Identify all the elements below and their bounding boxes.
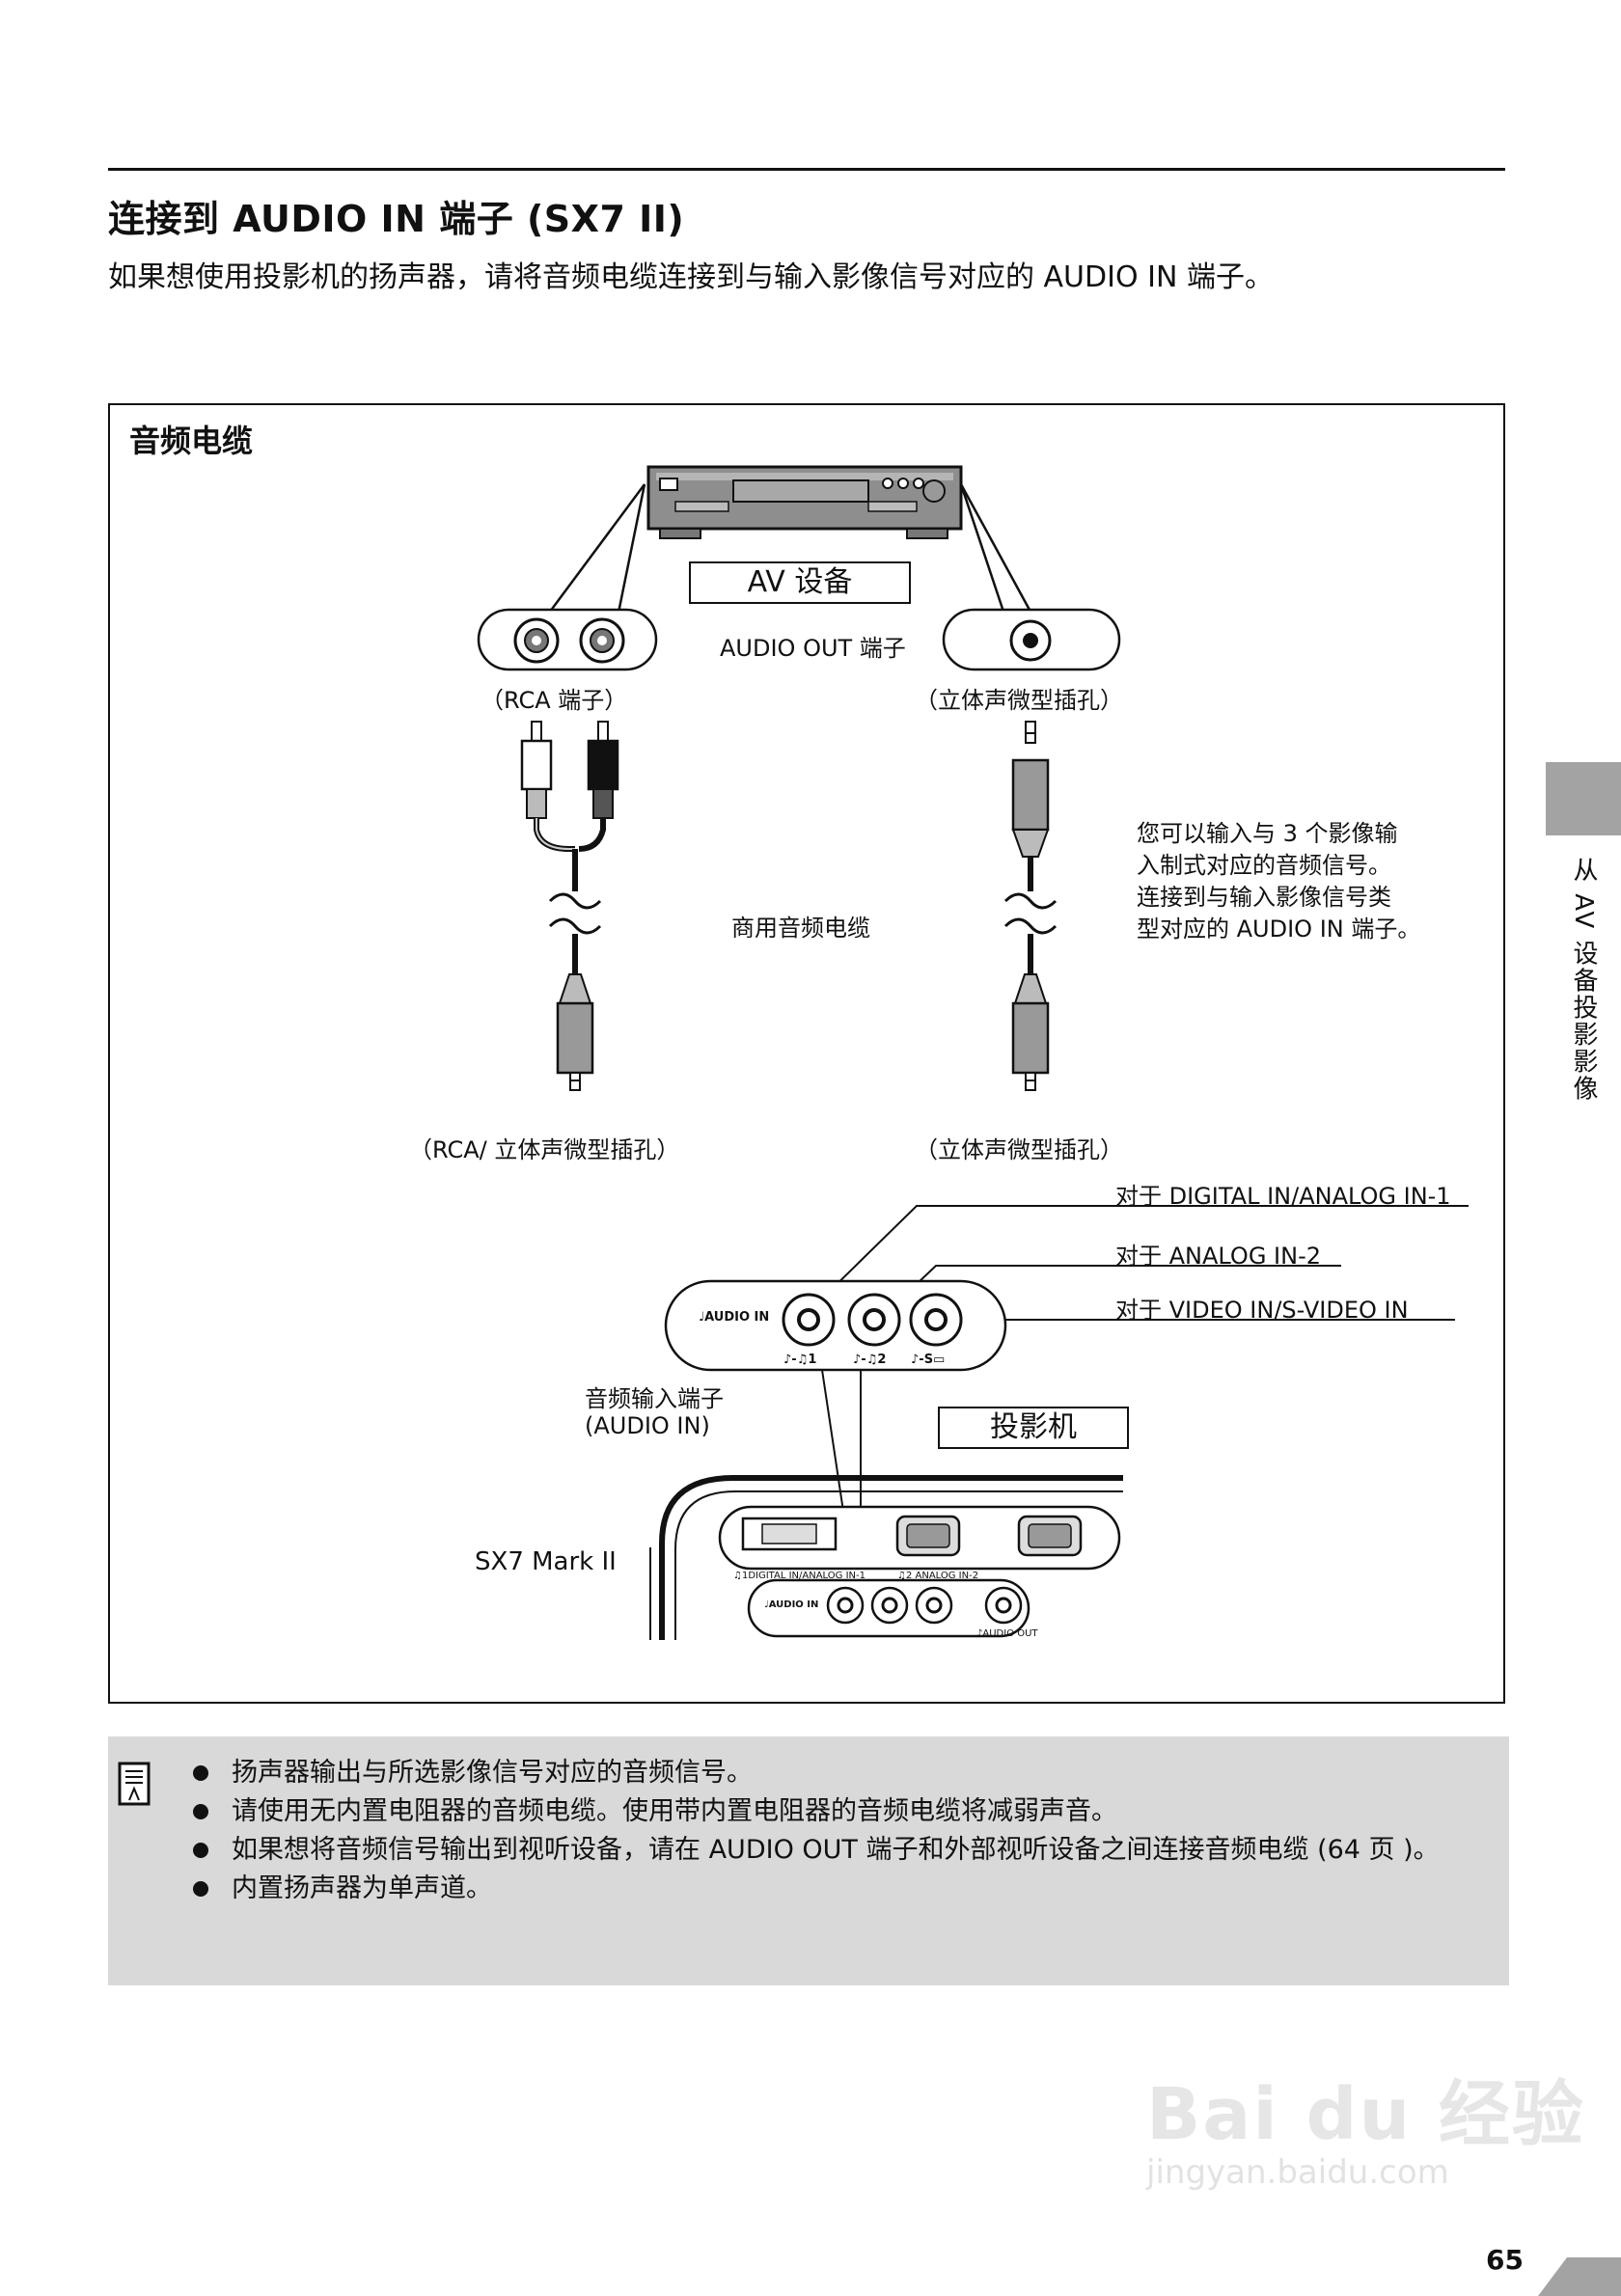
callout-video: 对于 VIDEO IN/S-VIDEO IN: [1115, 1297, 1409, 1324]
audio-input-label: 音频输入端子: [585, 1385, 724, 1412]
intro-text: 如果想使用投影机的扬声器，请将音频电缆连接到与输入影像信号对应的 AUDIO I…: [108, 260, 1274, 294]
rca-plug-right: [587, 721, 619, 819]
list-item: 扬声器输出与所选影像信号对应的音频信号。: [108, 1754, 1496, 1792]
proj-audio-in-label: ♩AUDIO IN: [764, 1599, 819, 1610]
callout-digital-analog-1: 对于 DIGITAL IN/ANALOG IN-1: [1115, 1183, 1451, 1210]
rca-plug-left: [520, 721, 553, 819]
av-device-label: AV 设备: [689, 561, 911, 604]
cable-label: 商用音频电缆: [731, 915, 870, 942]
jack-label-2: ♪-♫2: [853, 1353, 887, 1367]
av-device-icon: [646, 465, 963, 539]
proj-port-1-label: ♫1DIGITAL IN/ANALOG IN-1: [733, 1571, 865, 1581]
rca-stereo-label: （RCA/ 立体声微型插孔）: [409, 1136, 680, 1163]
top-rule: [108, 168, 1505, 171]
jack-label-3: ♪-S▭: [911, 1353, 946, 1367]
jack-label-1: ♪-♫1: [783, 1353, 817, 1367]
rca-label: （RCA 端子）: [481, 687, 628, 714]
side-tab-text: 从 AV 设备投影影像: [1569, 857, 1598, 1103]
page-corner-tab: [1538, 2257, 1621, 2296]
page-number: 65: [1486, 2244, 1524, 2276]
side-tab-marker: [1546, 762, 1621, 835]
model-label: SX7 Mark II: [475, 1547, 617, 1576]
panel-audio-in-label: ♩AUDIO IN: [699, 1310, 770, 1325]
notes-list: 扬声器输出与所选影像信号对应的音频信号。 请使用无内置电阻器的音频电缆。使用带内…: [108, 1754, 1496, 1908]
list-item: 请使用无内置电阻器的音频电缆。使用带内置电阻器的音频电缆将减弱声音。: [108, 1792, 1496, 1831]
watermark-logo: Bai du 经验: [1146, 2073, 1585, 2156]
memo-icon: [118, 1762, 151, 1806]
rca-jack-panel: [477, 608, 658, 671]
proj-audio-out-label: ♪AUDIO OUT: [976, 1628, 1038, 1639]
notes-panel: 扬声器输出与所选影像信号对应的音频信号。 请使用无内置电阻器的音频电缆。使用带内…: [108, 1736, 1509, 1985]
list-item: 如果想将音频信号输出到视听设备，请在 AUDIO OUT 端子和外部视听设备之间…: [108, 1831, 1496, 1870]
callout-analog-2: 对于 ANALOG IN-2: [1115, 1243, 1322, 1270]
projector-label: 投影机: [938, 1407, 1129, 1449]
audio-out-label: AUDIO OUT 端子: [720, 635, 906, 662]
audio-input-label-en: (AUDIO IN): [585, 1412, 710, 1439]
diagram-title: 音频电缆: [129, 423, 254, 459]
diagram-frame: [108, 403, 1505, 1704]
watermark-url: jingyan.baidu.com: [1146, 2153, 1449, 2192]
stereo-mini-label: （立体声微型插孔）: [915, 687, 1123, 714]
proj-port-2-label: ♫2 ANALOG IN-2: [897, 1571, 979, 1581]
stereo-mini-label-bottom: （立体声微型插孔）: [915, 1136, 1123, 1163]
list-item: 内置扬声器为单声道。: [108, 1870, 1496, 1908]
section-title: 连接到 AUDIO IN 端子 (SX7 II): [108, 198, 685, 240]
explain-text: 您可以输入与 3 个影像输 入制式对应的音频信号。 连接到与输入影像信号类 型对…: [1137, 820, 1421, 943]
